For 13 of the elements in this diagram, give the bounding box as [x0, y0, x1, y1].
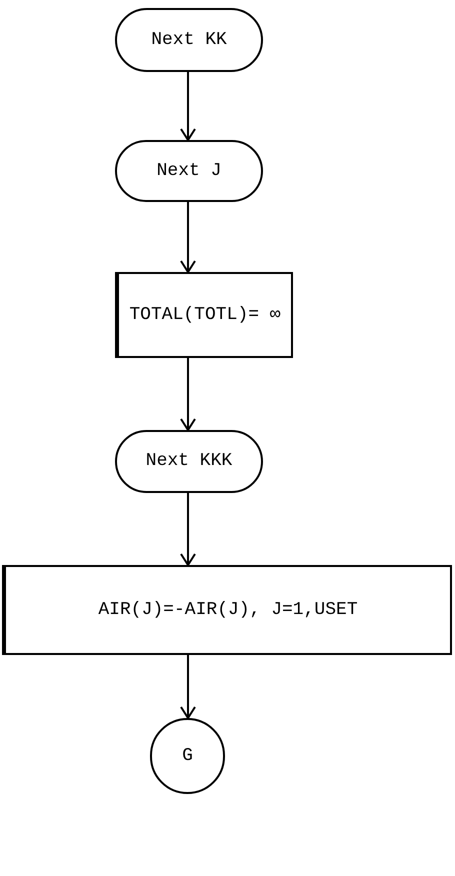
arrow [180, 493, 196, 566]
process-box [2, 565, 452, 655]
node-label: Next KKK [146, 450, 232, 473]
node-label: TOTAL(TOTL)= ∞ [129, 304, 281, 326]
node-label: AIR(J)=-AIR(J), J=1,USET [98, 598, 358, 622]
arrow [180, 358, 196, 431]
node-label: G [182, 744, 193, 768]
arrow [180, 202, 196, 273]
arrow [180, 72, 196, 141]
node-label: Next J [156, 160, 222, 182]
process-box [115, 272, 293, 358]
node-label: Next KK [151, 28, 227, 52]
arrow [180, 655, 196, 719]
